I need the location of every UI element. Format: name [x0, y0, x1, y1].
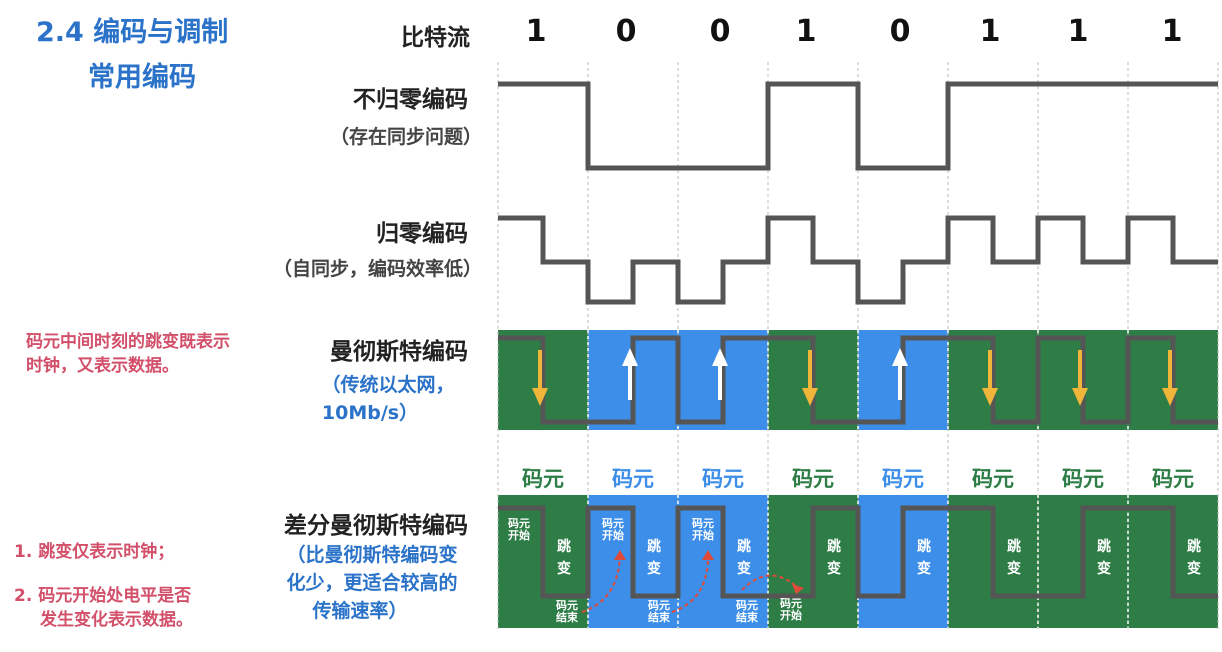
annotation-arrow [671, 555, 709, 613]
symbol-label: 码元 [792, 467, 834, 491]
jump-label: 跳变 [1097, 539, 1111, 577]
manchester-title: 曼彻斯特编码 [330, 339, 468, 365]
symbol-label: 码元 [1152, 467, 1194, 491]
rz-note: （自同步，编码效率低） [272, 258, 482, 280]
jump-label: 跳变 [1007, 539, 1021, 577]
symbol-label: 码元 [882, 467, 924, 491]
manchester-signal [498, 335, 1218, 425]
arrow-up-icon [622, 348, 638, 366]
jump-label: 跳变 [647, 539, 661, 577]
annotation-arrow [581, 555, 621, 613]
symbol-label: 码元 [972, 467, 1014, 491]
diff-rule-2-line2: 发生变化表示数据。 [40, 610, 193, 630]
diff-note-1: （比曼彻斯特编码变 [286, 544, 458, 566]
symbol-label: 码元 [522, 467, 564, 491]
symbol-label: 码元 [702, 467, 744, 491]
symbol-start-label: 码元开始 [780, 597, 802, 622]
bitstream-label: 比特流 [401, 25, 470, 51]
jump-label: 跳变 [917, 539, 931, 577]
bit-8: 1 [1161, 14, 1183, 49]
symbol-end-label: 码元结束 [556, 599, 578, 624]
manchester-explanation-1: 码元中间时刻的跳变既表示 [26, 332, 230, 352]
diff-note-3: 传输速率） [312, 600, 408, 622]
page-subtitle: 常用编码 [88, 62, 196, 93]
diff-rule-1: 1. 跳变仅表示时钟； [14, 542, 175, 562]
manchester-note-2: 10Mb/s） [321, 402, 419, 424]
arrow-down-icon [982, 388, 998, 406]
bit-5: 0 [889, 14, 911, 49]
arrow-down-icon [1072, 388, 1088, 406]
bit-3: 0 [709, 14, 731, 49]
arrow-down-icon [1162, 388, 1178, 406]
rz-title: 归零编码 [376, 221, 468, 247]
bit-7: 1 [1067, 14, 1089, 49]
annotation-arrow [741, 574, 799, 591]
symbol-start-label: 码元开始 [692, 517, 714, 542]
bit-4: 1 [795, 14, 817, 49]
bit-6: 1 [979, 14, 1001, 49]
jump-label: 跳变 [827, 539, 841, 577]
arrow-down-icon [532, 388, 548, 406]
jump-label: 跳变 [557, 539, 571, 577]
annotation-arrow-head [792, 584, 804, 594]
nrz-note: （存在同步问题） [329, 126, 482, 148]
manchester-note-1: （传统以太网， [321, 374, 455, 396]
diff-note-2: 化少，更适合较高的 [286, 572, 458, 594]
jump-label: 跳变 [1187, 539, 1201, 577]
bit-2: 0 [615, 14, 637, 49]
diff-manchester-signal [498, 505, 1218, 599]
manchester-explanation-2: 时钟，又表示数据。 [26, 356, 179, 376]
nrz-title: 不归零编码 [353, 87, 468, 113]
arrow-up-icon [712, 348, 728, 366]
nrz-signal [498, 81, 1218, 171]
symbol-label: 码元 [612, 467, 654, 491]
annotation-arrow-head [614, 550, 626, 560]
symbol-start-label: 码元开始 [602, 517, 624, 542]
jump-label: 跳变 [737, 539, 751, 577]
annotation-arrow-head [702, 550, 714, 560]
symbol-label: 码元 [1062, 467, 1104, 491]
rz-signal [498, 215, 1218, 305]
symbol-end-label: 码元结束 [736, 599, 758, 624]
diff-manchester-title: 差分曼彻斯特编码 [284, 513, 468, 539]
arrow-up-icon [892, 348, 908, 366]
symbol-end-label: 码元结束 [648, 599, 670, 624]
bit-1: 1 [525, 14, 547, 49]
symbol-start-label: 码元开始 [508, 517, 530, 542]
arrow-down-icon [802, 388, 818, 406]
page-title: 2.4 编码与调制 [36, 17, 229, 48]
diff-rule-2-line1: 2. 码元开始处电平是否 [14, 586, 192, 606]
